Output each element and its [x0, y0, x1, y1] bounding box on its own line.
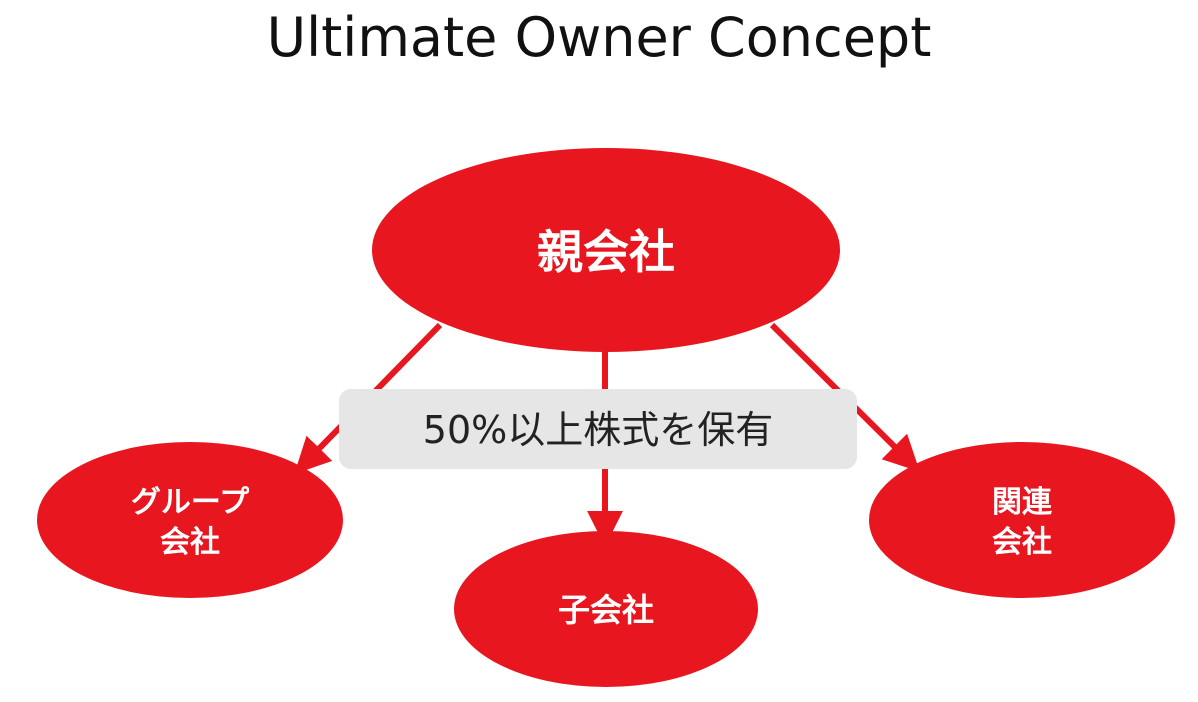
ownership-threshold-label: 50%以上株式を保有 — [339, 389, 857, 469]
node-parent-company: 親会社 — [372, 148, 840, 352]
ownership-threshold-text: 50%以上株式を保有 — [423, 408, 773, 452]
node-group-company: グループ 会社 — [37, 442, 343, 598]
node-affiliate-label-line2: 会社 — [992, 525, 1052, 560]
node-parent-company-label: 親会社 — [537, 225, 675, 279]
diagram-title: Ultimate Owner Concept — [266, 6, 932, 69]
node-group-company-label-line1: グループ — [131, 485, 250, 520]
node-affiliate: 関連 会社 — [869, 442, 1175, 598]
node-subsidiary: 子会社 — [454, 531, 758, 687]
node-subsidiary-label: 子会社 — [558, 591, 654, 629]
node-affiliate-label-line1: 関連 — [992, 485, 1053, 520]
node-group-company-label-line2: 会社 — [160, 525, 220, 560]
